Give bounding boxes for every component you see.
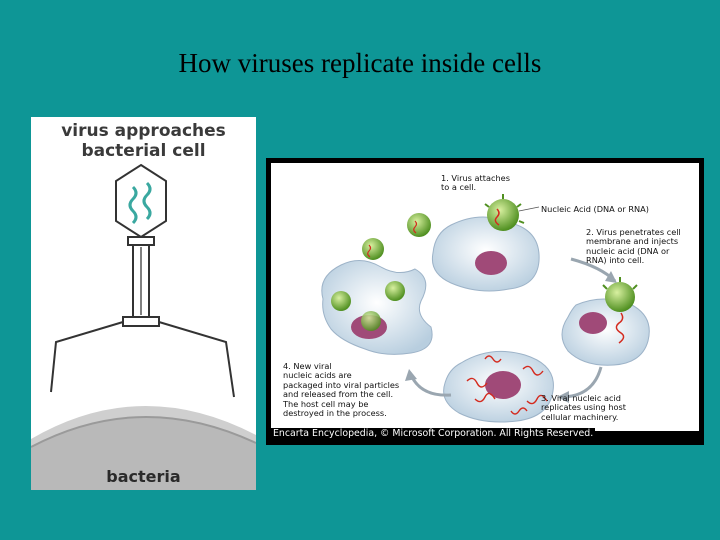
- step4-label: 4. New viral nucleic acids are packaged …: [283, 362, 399, 418]
- slide-title: How viruses replicate inside cells: [0, 48, 720, 79]
- new-virus: [362, 238, 384, 260]
- step3-label: 3. Viral nucleic acid replicates using h…: [541, 394, 626, 422]
- replication-cycle-figure: 1. Virus attaches to a cell. Nucleic Aci…: [271, 163, 699, 431]
- tail-fiber-right: [159, 322, 234, 397]
- phage-caption-line1: virus approaches: [31, 121, 256, 141]
- step1-label: 1. Virus attaches to a cell.: [441, 174, 510, 193]
- tail-fiber-left: [51, 322, 123, 392]
- nucleus-step3: [485, 371, 521, 399]
- phage-drawing: [31, 117, 256, 490]
- phage-head: [116, 165, 166, 237]
- copyright-credit: Encarta Encyclopedia, © Microsoft Corpor…: [271, 428, 595, 440]
- replication-cycle-panel: 1. Virus attaches to a cell. Nucleic Aci…: [266, 158, 704, 445]
- new-virus: [385, 281, 405, 301]
- new-virus: [407, 213, 431, 237]
- step2-label: 2. Virus penetrates cell membrane and in…: [586, 228, 681, 266]
- phage-illustration-panel: virus approaches bacterial cell bacteria: [31, 117, 256, 490]
- new-virus: [331, 291, 351, 311]
- bacteria-label: bacteria: [31, 467, 256, 486]
- nucleus-step2: [579, 312, 607, 334]
- phage-baseplate: [123, 317, 159, 326]
- nucleic-acid-label: Nucleic Acid (DNA or RNA): [541, 205, 649, 214]
- cell-step2: [562, 299, 649, 365]
- nucleic-acid-pointer: [519, 207, 539, 211]
- phage-caption-line2: bacterial cell: [31, 141, 256, 161]
- new-virus: [361, 311, 381, 331]
- nucleus-step1: [475, 251, 507, 275]
- phage-collar: [128, 237, 154, 245]
